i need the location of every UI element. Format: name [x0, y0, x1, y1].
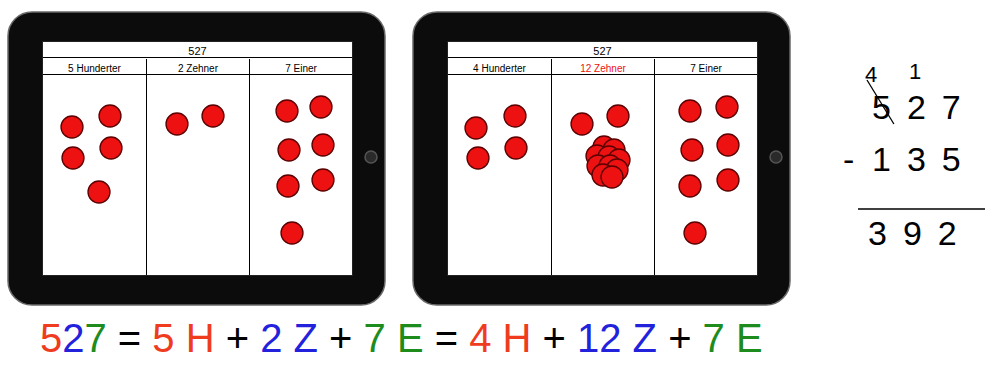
equation-term: 7 E [703, 318, 763, 358]
subtrahend: 135 [872, 140, 977, 178]
place-value-column: 12 Zehner [551, 59, 654, 275]
counter-dot [679, 175, 701, 197]
table-header-cell: 527 [448, 42, 757, 58]
place-heading: 2 Zehner [178, 63, 218, 74]
sum-cell: 1 [909, 61, 921, 83]
column-header-cell: 7 Einer [250, 59, 352, 75]
counter-dot [278, 139, 300, 161]
place-value-column: 7 Einer [249, 59, 352, 275]
counter-dot [100, 137, 122, 159]
counter-dot [312, 169, 334, 191]
place-value-column: 2 Zehner [146, 59, 249, 275]
counter-dot [681, 139, 703, 161]
place-heading: 7 Einer [285, 63, 317, 74]
carry-digit: 1 [909, 59, 921, 84]
counter-dot [99, 105, 121, 127]
tablet-frame [8, 12, 385, 305]
difference: 392 [868, 214, 973, 252]
sum-cell: - [843, 142, 854, 176]
tablet-screen-ground [447, 41, 758, 276]
column-header-cell: 5 Hunderter [43, 59, 146, 75]
counter-dot [467, 147, 489, 169]
equation-term: 12 Z [577, 318, 657, 358]
counter-dot [277, 175, 299, 197]
equation-term: 7 E [364, 318, 424, 358]
home-button [365, 151, 377, 163]
counter-dot [717, 169, 739, 191]
counter-dot [607, 105, 629, 127]
sum-cell: 392 [868, 216, 973, 250]
counter-dot [465, 117, 487, 139]
place-value-column: 5 Hunderter [43, 59, 146, 275]
table-header-cell: 527 [43, 42, 352, 58]
number-heading: 527 [188, 45, 206, 57]
place-heading: 7 Einer [690, 63, 722, 74]
counter-dot [601, 166, 623, 188]
counter-dot [716, 96, 738, 118]
place-heading: 12 Zehner [580, 63, 626, 74]
equation-term: + [543, 318, 566, 358]
place-value-table: 527 4 Hunderter 12 Zehner 7 Einer [447, 41, 758, 276]
place-value-table: 527 5 Hunderter 2 Zehner 7 Einer [42, 41, 353, 276]
counter-dot [679, 100, 701, 122]
equation-term: + [668, 318, 691, 358]
place-heading: 4 Hunderter [473, 63, 526, 74]
counter-dot [717, 134, 739, 156]
counter-dot [62, 147, 84, 169]
counter-dot [166, 113, 188, 135]
equation-term: 5 [40, 318, 62, 358]
counter-dot [504, 105, 526, 127]
sum-cell: 135 [872, 142, 977, 176]
counter-dot [310, 96, 332, 118]
minus-sign: - [843, 140, 854, 178]
column-header-cell: 12 Zehner [552, 59, 654, 75]
counter-dot [88, 181, 110, 203]
sum-rule [858, 208, 985, 209]
column-header-cell: 7 Einer [655, 59, 757, 75]
counter-dot [312, 134, 334, 156]
counter-dot [281, 222, 303, 244]
minuend: 527 [872, 88, 977, 126]
place-value-column: 4 Hunderter [448, 59, 551, 275]
equation-term: = [118, 318, 141, 358]
place-value-column: 7 Einer [654, 59, 757, 275]
borrow-digit: 4 [865, 62, 877, 87]
counter-dot [276, 100, 298, 122]
counter-dot [684, 222, 706, 244]
counter-dot [505, 137, 527, 159]
column-header-cell: 4 Hunderter [448, 59, 551, 75]
equation-term: + [329, 318, 352, 358]
equation-term: + [226, 318, 249, 358]
number-heading: 527 [593, 45, 611, 57]
equation-term: = [435, 318, 458, 358]
counter-dot [61, 116, 83, 138]
tablet-screen-ground [42, 41, 353, 276]
home-button [770, 151, 782, 163]
equation-term: 2 [62, 318, 84, 358]
counter-dot [571, 113, 593, 135]
equation-term: 5 H [152, 318, 214, 358]
place-value-equation: 527 = 5 H +2 Z +7 E = 4 H +12 Z +7 E [40, 318, 763, 358]
equation-term: 7 [85, 318, 107, 358]
sum-cell: 4 [865, 64, 877, 86]
counter-dot [202, 105, 224, 127]
tablet-frame [413, 12, 790, 305]
equation-term: 2 Z [260, 318, 318, 358]
place-heading: 5 Hunderter [68, 63, 121, 74]
column-header-cell: 2 Zehner [147, 59, 249, 75]
equation-term: 4 H [469, 318, 531, 358]
sum-cell: 527 [872, 90, 977, 124]
